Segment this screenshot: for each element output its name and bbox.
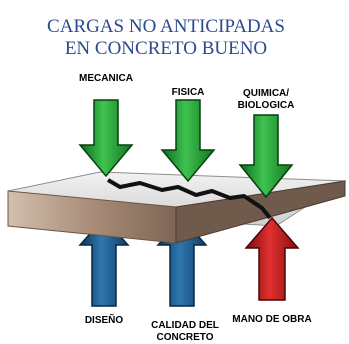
concrete-slab (7, 171, 347, 244)
slab-crack (106, 178, 272, 220)
title-line-2: EN CONCRETO BUENO (65, 38, 267, 59)
label-fisica: FISICA (172, 87, 205, 98)
arrow-mano-de-obra (244, 216, 300, 301)
label-quimica-line-1: QUIMICA/ (243, 88, 289, 99)
label-mecanica: MECANICA (79, 73, 133, 84)
label-quimica-line-2: BIOLOGICA (238, 100, 295, 111)
label-calidad-line-2: CONCRETO (156, 332, 213, 343)
arrow-fisica (160, 99, 216, 183)
title-line-1: CARGAS NO ANTICIPADAS (47, 16, 285, 37)
arrow-quimica (238, 114, 294, 199)
label-mano-de-obra: MANO DE OBRA (232, 314, 311, 325)
arrow-mecanica (78, 99, 134, 178)
label-diseno: DISEÑO (85, 313, 124, 326)
label-calidad-line-1: CALIDAD DEL (151, 320, 219, 331)
